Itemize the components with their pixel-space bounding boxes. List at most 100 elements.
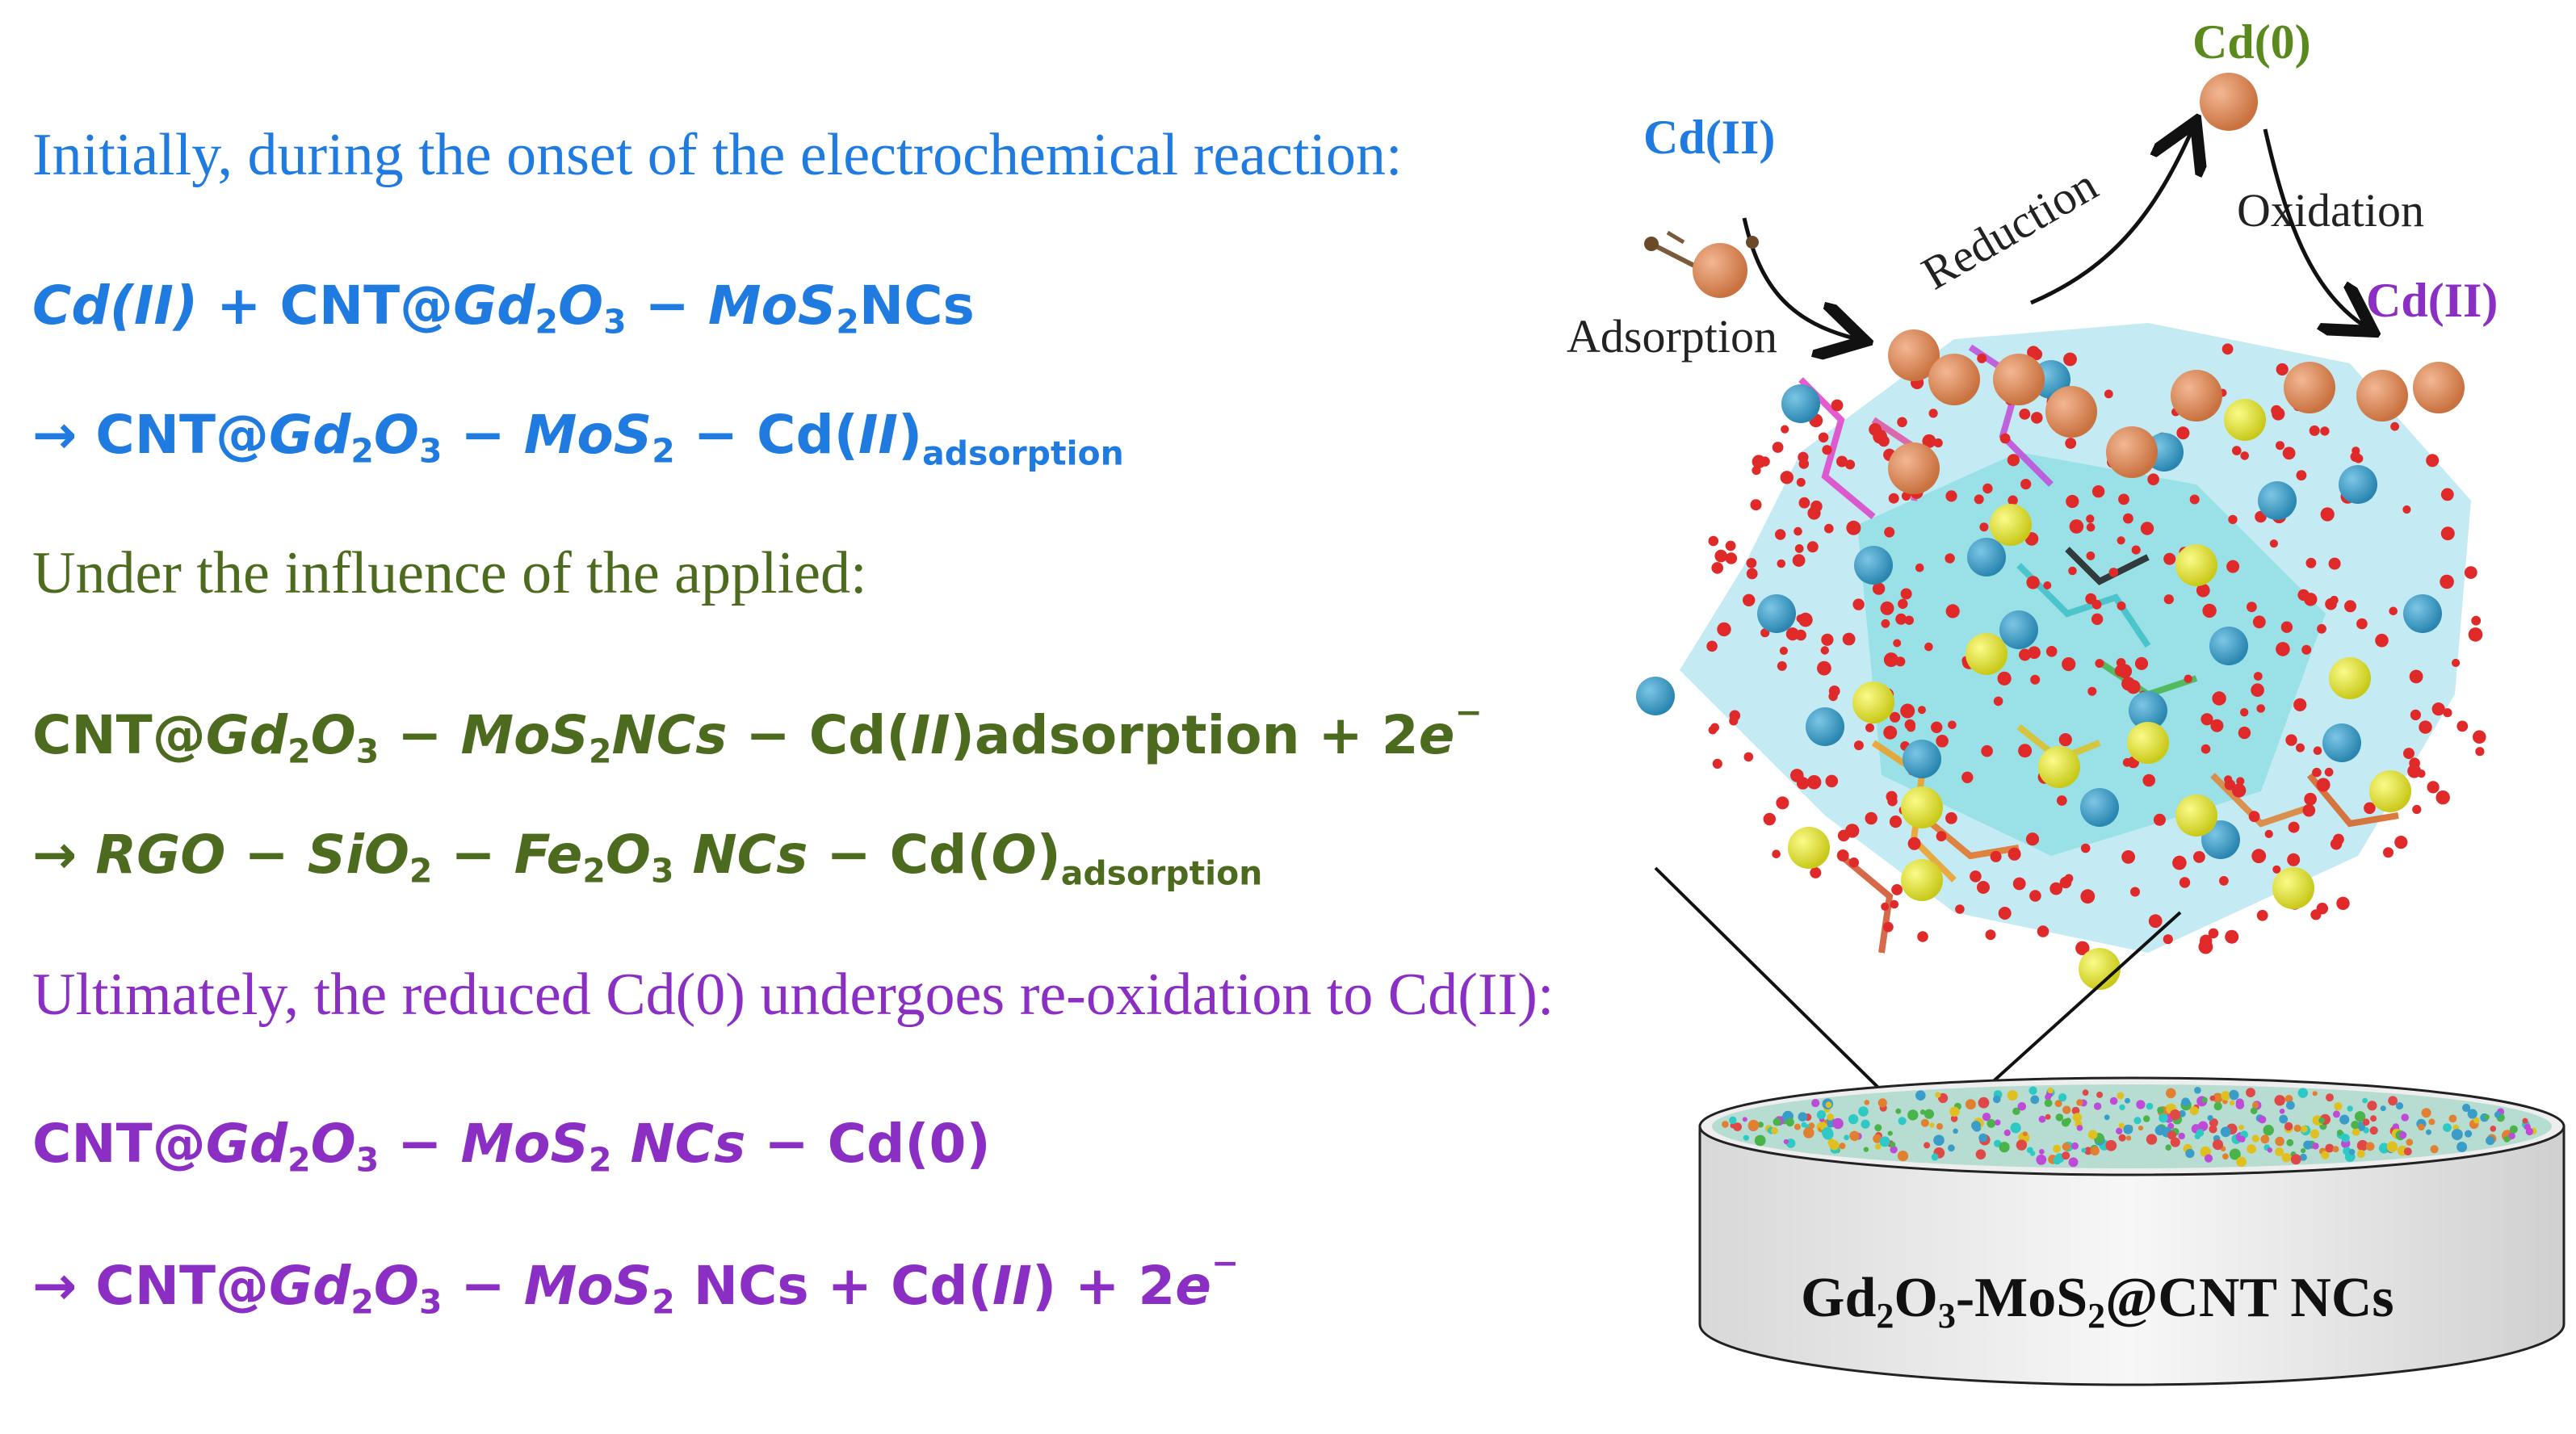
coating-particle [2185, 1148, 2195, 1159]
oxygen-atom [1828, 691, 1838, 702]
oxygen-atom [2212, 691, 2226, 706]
coating-particle [2334, 1102, 2343, 1111]
oxygen-atom [2409, 669, 2423, 684]
coating-particle [2029, 1151, 2036, 1156]
cd0-atom [2200, 73, 2258, 131]
cd0-label: Cd(0) [2192, 15, 2311, 69]
oxygen-atom [2410, 709, 2421, 721]
metal-atom [1636, 677, 1675, 715]
coating-particle [2238, 1125, 2244, 1130]
metal-atom [1781, 384, 1820, 423]
oxygen-atom [2080, 843, 2091, 853]
sulfur-atom [1901, 859, 1943, 901]
coating-particle [2351, 1121, 2360, 1130]
oxygen-atom [1886, 790, 1898, 803]
cd2-right-label: Cd(II) [2366, 274, 2498, 327]
oxygen-atom [2276, 642, 2290, 656]
oxygen-atom [1725, 552, 1738, 564]
oxygen-atom [1884, 526, 1895, 538]
coating-particle [2154, 1125, 2165, 1136]
oxygen-atom [1915, 563, 1924, 572]
sulfur-atom [2329, 657, 2371, 699]
cd2-left-label: Cd(II) [1643, 111, 1775, 164]
coating-particle [2370, 1115, 2377, 1122]
oxygen-atom [2091, 485, 2105, 498]
oxygen-atom [2364, 802, 2376, 815]
coating-particle [2388, 1096, 2398, 1106]
oxygen-atom [2086, 514, 2095, 523]
oxygen-atom [1901, 491, 1911, 501]
oxygen-atom [2252, 615, 2266, 629]
sulfur-atoms [1788, 399, 2411, 990]
oxygen-atom [2020, 479, 2032, 490]
coating-particle [2508, 1132, 2515, 1139]
cd-atom [1928, 354, 1980, 405]
sulfur-atom [2175, 544, 2217, 586]
sulfur-atom [2224, 399, 2266, 441]
cd-atom [1888, 442, 1940, 494]
coating-particle [2081, 1147, 2087, 1153]
metal-atom [1854, 546, 1893, 585]
oxygen-atom [2202, 603, 2217, 618]
sulfur-atom [1966, 633, 2008, 675]
oxygen-atom [2240, 451, 2249, 460]
coating-particle [2220, 1126, 2231, 1138]
coating-particle [2196, 1129, 2205, 1137]
oxygen-atom [2176, 426, 2190, 440]
coating-particle [2076, 1125, 2083, 1131]
coating-particle [2263, 1125, 2274, 1136]
coating-particle [2392, 1123, 2400, 1130]
oxygen-atom [2210, 719, 2224, 732]
oxygen-atom [2148, 914, 2163, 929]
oxygen-atom [1928, 409, 1938, 418]
oxygen-atom [2427, 781, 2440, 794]
oxygen-atom [1706, 640, 1718, 652]
oxygen-atom [2417, 769, 2426, 778]
coating-particle [2465, 1130, 2473, 1138]
oxygen-atom [2104, 389, 2113, 399]
oxygen-atom [1794, 526, 1802, 536]
oxygen-atom [2426, 454, 2440, 468]
oxygen-atom [1993, 696, 2003, 707]
oxygen-atom [1750, 499, 1762, 511]
cd-atom [1888, 329, 1940, 381]
coating-particle [2300, 1126, 2308, 1133]
cd-atom [2356, 370, 2408, 421]
oxygen-atom [1853, 740, 1864, 751]
coating-particle [2430, 1145, 2439, 1154]
oxygen-atom [2468, 627, 2483, 642]
oxygen-atom [2272, 865, 2281, 874]
coating-particle [1999, 1142, 2010, 1153]
oxygen-atom [1936, 831, 1947, 842]
oxygen-atom [2037, 925, 2049, 937]
coating-particle [1798, 1112, 1808, 1122]
oxygen-atom [1900, 588, 1912, 600]
coating-particle [2341, 1134, 2350, 1143]
oxygen-atom [1763, 812, 1776, 826]
coating-particle [2003, 1129, 2011, 1137]
oxygen-atom [1792, 554, 1806, 567]
coating-particle [2181, 1097, 2190, 1107]
coating-particle [2054, 1100, 2062, 1108]
coating-particle [2209, 1125, 2217, 1134]
oxygen-atom [2356, 618, 2368, 630]
oxygen-atom [2140, 522, 2154, 535]
coating-particle [1920, 1118, 1929, 1127]
coating-particle [2012, 1107, 2020, 1116]
coating-particle [1993, 1095, 2001, 1104]
coating-particle [2503, 1136, 2511, 1143]
oxygen-atom [1806, 541, 1819, 553]
oxygen-atom [1936, 735, 1949, 748]
oxygen-atom [1945, 553, 1955, 564]
step2-equation-line2: → RGO − SiO2 − Fe2O3 NCs − Cd(O)adsorpti… [32, 824, 1263, 893]
oxygen-atom [1711, 562, 1723, 574]
oxygen-atom [1825, 774, 1839, 788]
coating-particle [2267, 1147, 2272, 1153]
coating-particle [2166, 1088, 2176, 1099]
oxygen-atom [1888, 493, 1899, 504]
oxygen-atom [2296, 470, 2307, 481]
oxygen-atom [2304, 792, 2317, 806]
oxygen-atom [2189, 494, 2200, 505]
oxygen-atom [1945, 811, 1957, 824]
reduction-arrow [2030, 129, 2192, 305]
